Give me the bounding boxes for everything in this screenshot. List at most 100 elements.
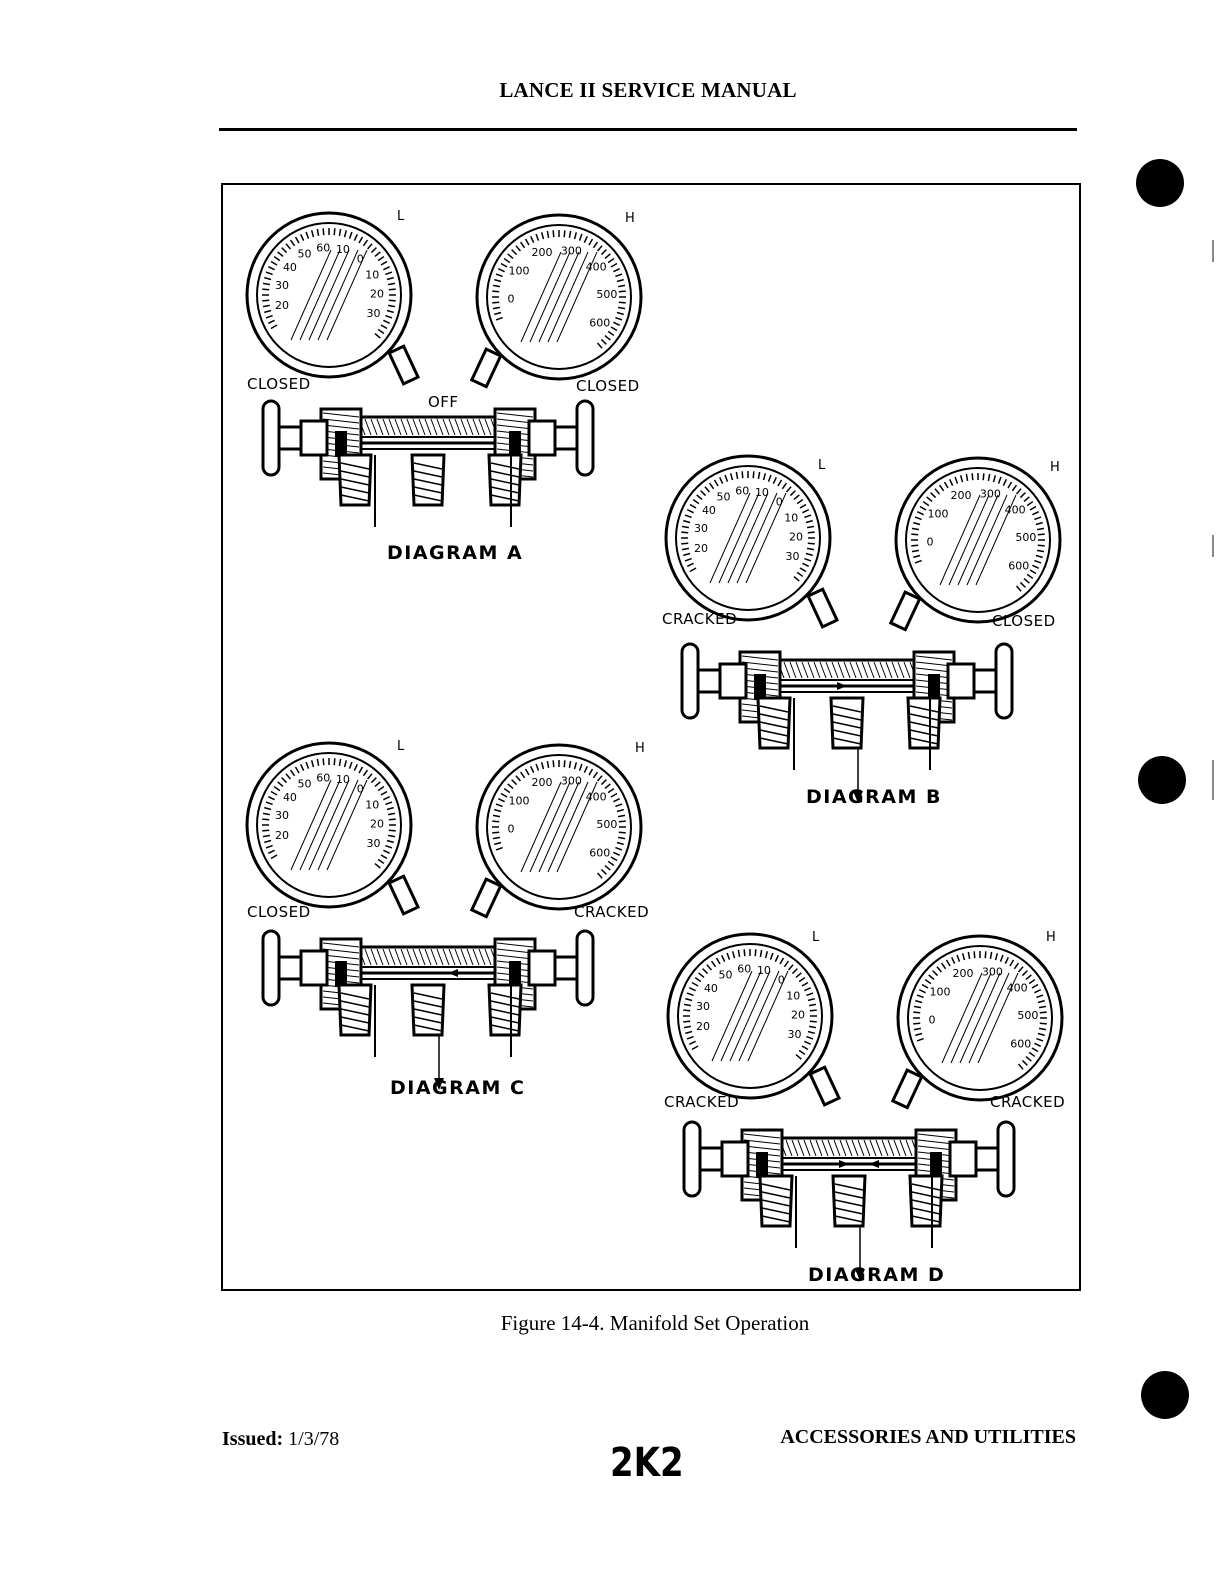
scale-tick bbox=[374, 862, 381, 869]
scale-number: 40 bbox=[283, 261, 297, 274]
hatch bbox=[881, 1139, 889, 1157]
scale-tick bbox=[726, 952, 731, 960]
glass-hatch bbox=[977, 972, 1019, 1064]
scale-tick bbox=[265, 271, 273, 276]
right-valve-stem bbox=[974, 1146, 1000, 1172]
thread bbox=[761, 1207, 791, 1215]
scale-number: 300 bbox=[982, 966, 1003, 979]
scale-tick bbox=[1011, 484, 1018, 492]
scale-number: 0 bbox=[778, 974, 785, 987]
scale-tick bbox=[1036, 994, 1044, 999]
scale-tick bbox=[546, 760, 550, 769]
scale-tick bbox=[684, 514, 692, 519]
scale-tick bbox=[374, 251, 381, 258]
scale-number: 400 bbox=[586, 261, 607, 274]
scale-tick bbox=[507, 253, 514, 260]
scale-tick bbox=[683, 1025, 692, 1029]
thread bbox=[832, 721, 862, 729]
scale-number: 10 bbox=[757, 964, 771, 977]
scale-tick bbox=[685, 1030, 693, 1035]
scale-tick bbox=[546, 230, 550, 239]
hatch bbox=[891, 661, 899, 679]
scale-tick bbox=[796, 571, 804, 578]
scale-tick bbox=[316, 228, 320, 237]
thread bbox=[413, 486, 443, 494]
scale-tick bbox=[1032, 564, 1040, 569]
scale-tick bbox=[267, 849, 275, 854]
hatch bbox=[809, 1139, 817, 1157]
hatch bbox=[484, 948, 492, 966]
thread bbox=[413, 470, 443, 478]
scale-tick bbox=[936, 966, 943, 973]
scale-tick bbox=[772, 476, 777, 484]
hatch bbox=[322, 424, 360, 430]
scale-tick bbox=[285, 773, 292, 780]
scale-tick bbox=[338, 758, 342, 767]
scale-tick bbox=[607, 860, 615, 867]
scale-tick bbox=[1037, 999, 1045, 1004]
scale-number: 0 bbox=[929, 1014, 936, 1027]
scale-tick bbox=[683, 1003, 692, 1007]
hatch bbox=[496, 418, 534, 424]
thread bbox=[909, 729, 939, 737]
diagram-title: DIAGRAM D bbox=[808, 1264, 946, 1286]
hatch bbox=[430, 418, 438, 436]
gauge-stem bbox=[387, 344, 421, 386]
hatch bbox=[795, 661, 803, 679]
scale-tick bbox=[759, 949, 763, 958]
scale-number: 30 bbox=[786, 550, 800, 563]
edge-mark bbox=[1212, 240, 1214, 262]
scale-tick bbox=[804, 987, 812, 992]
scale-tick bbox=[264, 839, 272, 844]
scale-tick bbox=[604, 864, 611, 871]
right-valve-label: CLOSED bbox=[992, 612, 1056, 630]
scale-tick bbox=[1037, 533, 1045, 536]
right-valve-handle bbox=[575, 399, 595, 477]
scale-tick bbox=[954, 476, 959, 484]
scale-tick bbox=[383, 796, 391, 801]
hatch bbox=[400, 948, 408, 966]
low-gauge-letter: L bbox=[818, 458, 826, 473]
scale-tick bbox=[316, 758, 320, 767]
right-valve-label: CRACKED bbox=[574, 903, 650, 921]
scale-tick bbox=[495, 846, 503, 851]
scale-tick bbox=[535, 763, 540, 771]
scale-tick bbox=[688, 1040, 696, 1045]
scale-tick bbox=[696, 494, 703, 501]
scale-tick bbox=[801, 981, 809, 987]
scale-tick bbox=[343, 230, 348, 238]
glass-hatch bbox=[957, 494, 999, 586]
hatch bbox=[743, 1133, 781, 1139]
scale-tick bbox=[604, 253, 611, 260]
hatch bbox=[406, 948, 414, 966]
hatch bbox=[472, 418, 480, 436]
left-packing-nut bbox=[299, 419, 329, 457]
hatch bbox=[807, 661, 815, 679]
scale-tick bbox=[552, 760, 555, 768]
hatch bbox=[915, 661, 953, 667]
scale-tick bbox=[997, 476, 1002, 484]
hatch bbox=[436, 418, 444, 436]
scale-tick bbox=[930, 492, 937, 499]
scale-number: 20 bbox=[370, 818, 384, 831]
scale-tick bbox=[951, 956, 956, 964]
right-packing-nut bbox=[946, 662, 976, 700]
scale-tick bbox=[583, 235, 588, 243]
gauge-stem bbox=[469, 347, 503, 389]
scale-tick bbox=[374, 332, 381, 339]
scale-tick bbox=[616, 278, 624, 283]
scale-number: 0 bbox=[776, 496, 783, 509]
scale-tick bbox=[610, 856, 618, 862]
hatch bbox=[903, 661, 911, 679]
scale-tick bbox=[807, 997, 815, 1002]
scale-number: 20 bbox=[370, 288, 384, 301]
high-gauge-letter: H bbox=[1046, 930, 1056, 945]
thread bbox=[909, 721, 939, 729]
scale-tick bbox=[700, 490, 707, 497]
scale-tick bbox=[928, 974, 935, 981]
scale-tick bbox=[1037, 544, 1045, 547]
scale-number: 400 bbox=[1005, 504, 1026, 517]
scale-tick bbox=[919, 505, 927, 511]
